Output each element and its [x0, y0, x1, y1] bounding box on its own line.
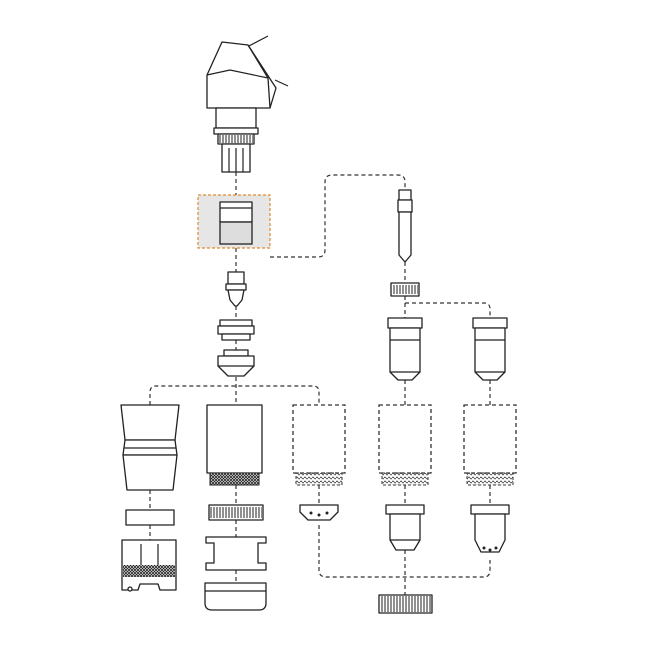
flat-ring-body: [125, 509, 175, 526]
flat-ring-left: [125, 509, 175, 526]
ring-top: [219, 319, 253, 327]
electrode-cap: [227, 271, 245, 285]
small-ring-right: [390, 282, 420, 297]
electrode-band: [225, 283, 247, 291]
connector-line: [149, 385, 320, 405]
cup-1-lower: [122, 454, 178, 491]
gouging-shield-hole: [127, 586, 133, 592]
nozzle-top: [223, 349, 249, 357]
tube-mid: [397, 199, 413, 213]
end-cap-body: [204, 582, 267, 611]
swirl-ring-bottom: [219, 221, 253, 245]
gouging-shield: [121, 539, 177, 592]
torch-neck: [215, 107, 257, 129]
torch-collar: [213, 127, 259, 135]
torch-lead-line: [274, 79, 289, 87]
cup-2-knurl: [209, 472, 260, 486]
shield-cap-left: [387, 317, 423, 381]
shield-cap-right: [472, 317, 508, 381]
nozzle-large-body: [389, 513, 421, 551]
threaded-ring-ridges: [210, 507, 262, 518]
connector-lines: [149, 172, 491, 595]
cup-3-thread: [295, 472, 343, 486]
cup-5-thread: [466, 472, 514, 486]
connector-line: [270, 174, 406, 258]
i-beam-spacer: [205, 536, 267, 571]
threaded-ring: [208, 504, 264, 521]
nozzle-large-rim: [470, 504, 510, 515]
gouging-shield-knurl: [123, 565, 175, 577]
deflector-hole: [325, 511, 329, 515]
nozzle-hole: [488, 548, 492, 552]
ring-right-ridges: [392, 285, 418, 294]
nozzle-large-right: [470, 504, 510, 553]
knurled-nut: [378, 594, 433, 614]
nozzle-small: [217, 349, 255, 377]
nozzle-hole: [494, 546, 498, 550]
connector-line: [405, 302, 491, 318]
shield-cap-rim: [472, 317, 508, 329]
nozzle-large-body: [474, 513, 506, 553]
end-cap: [204, 582, 267, 611]
tube-top: [398, 189, 412, 201]
cup-3-outline: [292, 404, 346, 486]
cup-4-thread: [381, 472, 429, 486]
nozzle-large-rim: [385, 504, 425, 515]
deflector-body: [299, 504, 339, 521]
torch-head-edge: [206, 69, 269, 79]
deflector: [299, 504, 339, 521]
cup-2-body: [206, 404, 263, 474]
cup-4-body: [378, 404, 432, 474]
torch-head: [206, 35, 289, 173]
torch-thread-ridges: [219, 135, 253, 143]
nozzle-large-left: [385, 504, 425, 551]
highlighted-part[interactable]: [197, 194, 271, 249]
electrode-tip: [227, 289, 245, 307]
nozzle-hole: [482, 546, 486, 550]
swirl-ring-top: [219, 201, 253, 223]
ring-bottom: [221, 333, 251, 341]
cup-2: [206, 404, 263, 486]
electrode-small: [225, 271, 247, 307]
deflector-hole: [309, 511, 313, 515]
knurled-nut-ridges: [380, 596, 431, 612]
cup-1-upper: [120, 404, 180, 441]
connector-line: [318, 525, 491, 578]
cup-5-body: [463, 404, 517, 474]
tube-body: [398, 211, 412, 263]
ring-mid: [217, 325, 255, 335]
retaining-ring: [217, 319, 255, 341]
shield-cap-rim: [387, 317, 423, 329]
cup-3-body: [292, 404, 346, 474]
cup-4-outline: [378, 404, 432, 486]
cup-1: [120, 404, 180, 491]
cup-5-outline: [463, 404, 517, 486]
deflector-hole: [317, 513, 321, 517]
gas-tube: [397, 189, 413, 263]
i-beam-body: [205, 536, 267, 571]
